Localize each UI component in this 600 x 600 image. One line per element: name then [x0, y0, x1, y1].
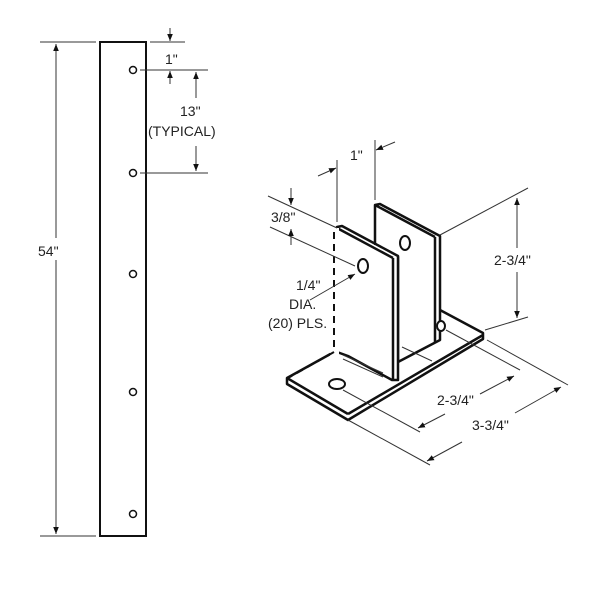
bracket-hole — [399, 235, 411, 251]
bracket-base-outer-label: 3-3/4" — [472, 417, 509, 433]
strip-hole — [128, 168, 138, 178]
bracket-hole-dia-word: DIA. — [289, 296, 316, 312]
bracket-hole — [436, 320, 446, 332]
mounting-strip — [99, 41, 147, 537]
bracket-width-label: 1" — [350, 147, 363, 163]
strip-hole — [128, 65, 138, 75]
bracket-hole — [357, 258, 369, 274]
strip-spacing-note: (TYPICAL) — [148, 123, 216, 139]
bracket-hole-dia-label: 1/4" — [296, 277, 320, 293]
strip-hole — [128, 269, 138, 279]
strip-spacing-label: 13" — [180, 103, 201, 119]
bracket-hole-count-label: (20) PLS. — [268, 315, 327, 331]
bracket-hole — [328, 378, 346, 390]
bracket-hole-offset-label: 3/8" — [271, 209, 295, 225]
strip-length-label: 54" — [38, 243, 59, 259]
bracket-dimensions — [267, 140, 569, 466]
bracket — [285, 202, 485, 422]
strip-top-offset-label: 1" — [165, 51, 178, 67]
strip-hole — [128, 387, 138, 397]
bracket-height-label: 2-3/4" — [494, 252, 531, 268]
bracket-base-inner-label: 2-3/4" — [437, 392, 474, 408]
strip-dimensions — [40, 28, 208, 537]
strip-hole — [128, 509, 138, 519]
